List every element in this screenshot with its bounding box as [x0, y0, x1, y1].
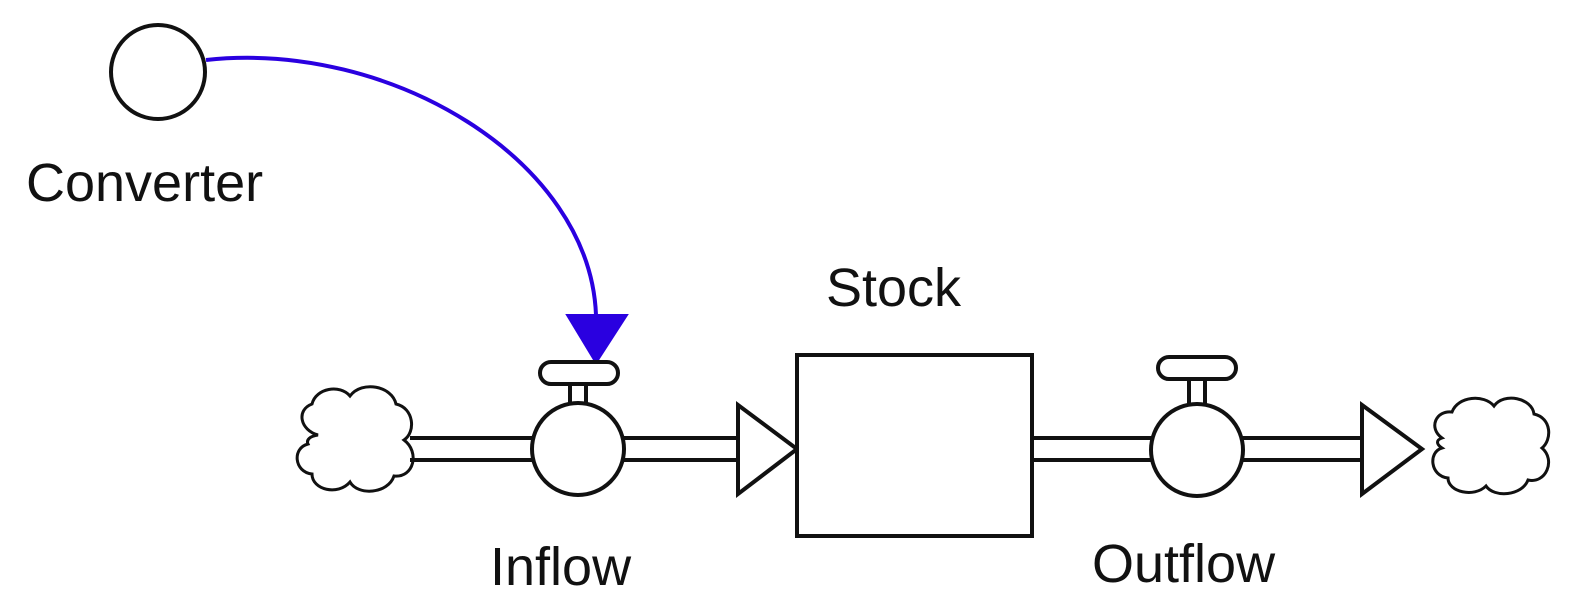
inflow-label: Inflow	[490, 537, 632, 597]
inflow-valve[interactable]: Inflow	[490, 360, 632, 597]
outflow-valve-icon	[1149, 402, 1245, 498]
stock-rectangle-icon	[795, 353, 1034, 538]
connector-arrowhead-icon	[565, 314, 629, 365]
stock-label: Stock	[826, 258, 962, 318]
stock-node[interactable]: Stock	[795, 258, 1034, 538]
inflow-valve-handle	[538, 360, 620, 386]
outflow-pipe	[1034, 436, 1362, 462]
outflow-arrowhead-icon	[1360, 401, 1426, 498]
converter-node[interactable]: Converter	[26, 23, 263, 213]
converter-circle-icon	[109, 23, 207, 121]
connector-arc	[205, 55, 598, 316]
sink-cloud-icon	[1431, 396, 1551, 496]
inflow-arrowhead-icon	[736, 401, 801, 499]
converter-to-inflow-connector[interactable]	[205, 55, 629, 365]
inflow-valve-icon	[530, 401, 626, 497]
outflow-valve-handle	[1156, 355, 1238, 381]
outflow-valve[interactable]: Outflow	[1092, 355, 1276, 594]
source-cloud-icon	[295, 385, 415, 493]
inflow-pipe	[410, 436, 738, 462]
outflow-label: Outflow	[1092, 534, 1276, 594]
converter-label: Converter	[26, 153, 263, 213]
